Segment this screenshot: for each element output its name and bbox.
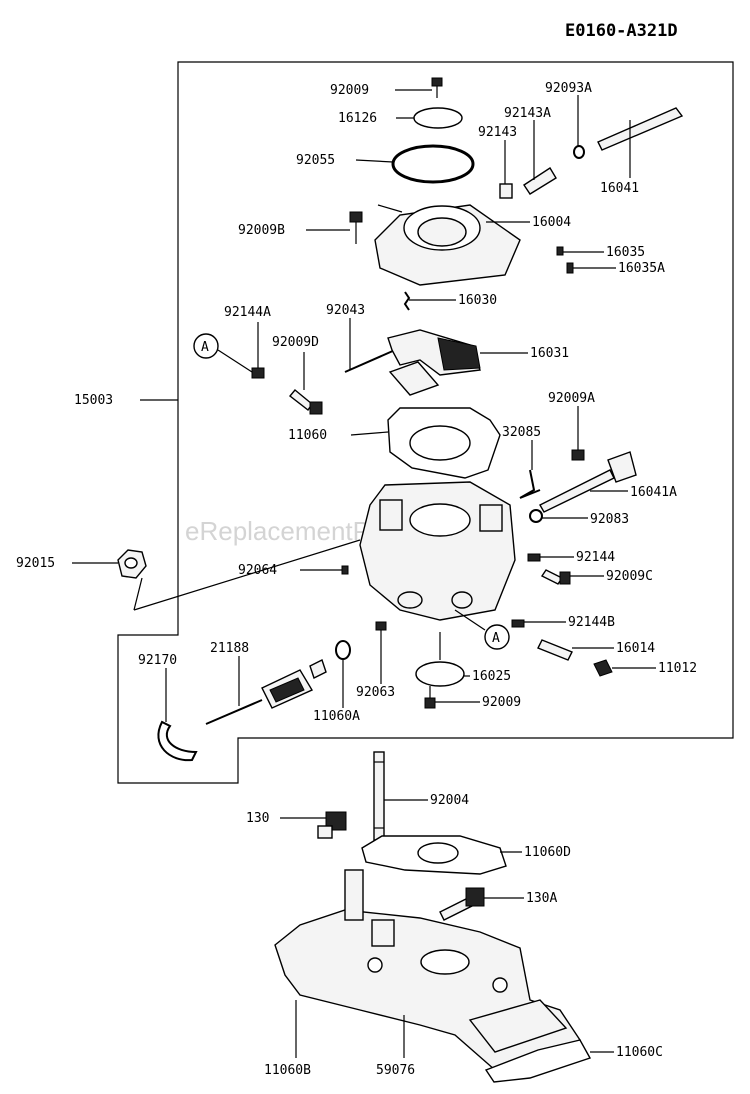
label-92009D: 92009D	[272, 335, 319, 350]
solenoid-21188	[205, 659, 327, 725]
label-92083: 92083	[590, 512, 629, 527]
label-16126: 16126	[338, 111, 377, 126]
screw-92009C	[540, 569, 571, 585]
nut-92015	[117, 549, 147, 579]
label-16014: 16014	[616, 641, 655, 656]
label-92004: 92004	[430, 793, 469, 808]
pin-92043	[344, 349, 396, 373]
jet-16035A	[566, 262, 574, 274]
label-92009B: 92009B	[238, 223, 285, 238]
o-ring-92055	[391, 144, 475, 184]
label-92093A: 92093A	[545, 81, 592, 96]
lever-32085	[519, 469, 541, 499]
label-16035A: 16035A	[618, 261, 665, 276]
screw-92009A	[571, 420, 585, 461]
leader-lines	[72, 89, 656, 1058]
washer-92093A	[573, 145, 585, 159]
needle-16014	[537, 639, 573, 661]
label-92009-lower: 92009	[482, 695, 521, 710]
label-92144A: 92144A	[224, 305, 271, 320]
label-16035: 16035	[606, 245, 645, 260]
gasket-11060-hole	[409, 425, 471, 461]
gasket-11060D-hole	[417, 842, 459, 864]
washer-92083	[529, 509, 543, 523]
pipe-92143A	[523, 167, 557, 195]
shaft-16041A	[539, 451, 637, 513]
ref-leader-a-upper	[217, 349, 253, 373]
label-92009A: 92009A	[548, 391, 595, 406]
stud-92004	[373, 751, 385, 841]
label-32085: 32085	[502, 425, 541, 440]
gasket-11060C	[484, 1039, 592, 1083]
label-11012: 11012	[658, 661, 697, 676]
svg-text:A: A	[492, 631, 500, 646]
label-92064: 92064	[238, 563, 277, 578]
carburetor-top-body-16004	[374, 204, 521, 286]
plate-16025	[415, 661, 465, 687]
ref-marker-a-lower: A	[484, 624, 510, 650]
jet-16035	[556, 246, 564, 256]
plug-92063	[375, 621, 387, 631]
label-130: 130	[246, 811, 269, 826]
screw-92144A	[251, 340, 265, 379]
label-92043: 92043	[326, 303, 365, 318]
label-11060C: 11060C	[616, 1045, 663, 1060]
label-15003: 15003	[74, 393, 113, 408]
label-21188: 21188	[210, 641, 249, 656]
label-16004: 16004	[532, 215, 571, 230]
spring-16030	[403, 291, 411, 311]
svg-text:A: A	[201, 340, 209, 355]
label-92063: 92063	[356, 685, 395, 700]
label-16041: 16041	[600, 181, 639, 196]
label-92009C: 92009C	[606, 569, 653, 584]
plug-92064	[341, 565, 349, 575]
label-11060D: 11060D	[524, 845, 571, 860]
screw-92009-top	[431, 77, 443, 98]
label-130A: 130A	[526, 891, 557, 906]
shaft-16041	[597, 107, 684, 151]
screw-92144	[527, 553, 541, 562]
screw-92009-lower	[424, 686, 436, 709]
diagram-code: E0160-A321D	[565, 21, 678, 41]
label-11060B: 11060B	[264, 1063, 311, 1078]
bolt-130A	[439, 887, 485, 921]
label-92170: 92170	[138, 653, 177, 668]
carburetor-main-body	[359, 481, 516, 621]
label-92143A: 92143A	[504, 106, 551, 121]
label-16031: 16031	[530, 346, 569, 361]
screw-92009D	[288, 389, 323, 415]
label-59076: 59076	[376, 1063, 415, 1078]
assembly-boundary	[117, 61, 734, 784]
cover-plate-16126	[413, 107, 463, 129]
washer-11060A	[335, 640, 351, 660]
ref-marker-a-upper: A	[193, 333, 219, 359]
float-16031	[387, 329, 481, 396]
label-92015: 92015	[16, 556, 55, 571]
label-16030: 16030	[458, 293, 497, 308]
label-92143: 92143	[478, 125, 517, 140]
label-92144B: 92144B	[568, 615, 615, 630]
label-16041A: 16041A	[630, 485, 677, 500]
label-92144: 92144	[576, 550, 615, 565]
ref-leader-a-lower	[454, 609, 486, 631]
part-11012	[593, 659, 613, 677]
label-92055: 92055	[296, 153, 335, 168]
clamp-92170	[157, 720, 198, 762]
part-labels: 92009 16126 92055 92093A 92143A 92143 16…	[16, 81, 697, 1078]
label-16025: 16025	[472, 669, 511, 684]
pipe-92143	[499, 183, 513, 199]
label-11060: 11060	[288, 428, 327, 443]
screw-92009B	[349, 211, 363, 244]
bolt-130	[317, 811, 347, 839]
label-11060A: 11060A	[313, 709, 360, 724]
screw-92144B	[511, 619, 525, 628]
intake-manifold-59076	[274, 869, 582, 1071]
label-92009-top: 92009	[330, 83, 369, 98]
